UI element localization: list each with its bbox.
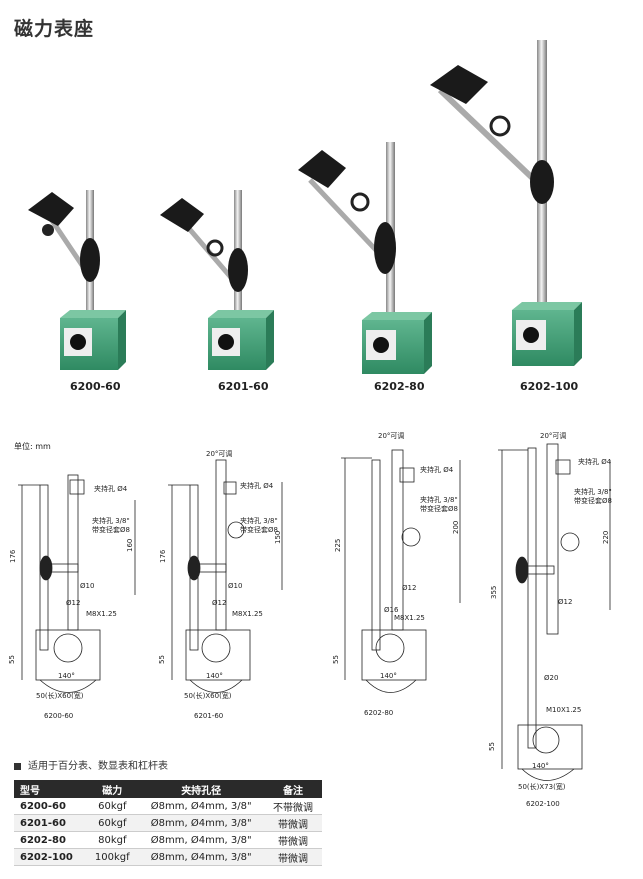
cell-clamp: Ø8mm, Ø4mm, 3/8" — [138, 814, 265, 832]
label-6201-bushing: 带变径套Ø8 — [240, 525, 278, 534]
header-model: 型号 — [14, 780, 87, 798]
cell-force: 100kgf — [86, 848, 139, 866]
dim-6202-100-55: 55 — [488, 742, 496, 751]
product-photo-6202-100 — [430, 40, 582, 366]
label-6200-clamp4: 夹持孔 Ø4 — [94, 484, 128, 493]
model-label-6202-80: 6202-80 — [374, 380, 425, 393]
label-6202-100-clamp4: 夹持孔 Ø4 — [578, 457, 612, 466]
label-6200-d12: Ø12 — [66, 599, 80, 607]
drawing-6202-100 — [498, 443, 611, 781]
dim-6202-100-upper: 220 — [602, 531, 610, 544]
cell-force: 60kgf — [86, 814, 139, 832]
label-6201-clamp4: 夹持孔 Ø4 — [240, 481, 274, 490]
cell-remark: 带微调 — [264, 831, 322, 849]
usage-note: 适用于百分表、数显表和杠杆表 — [14, 757, 168, 772]
caption-6200-60: 6200-60 — [44, 712, 73, 720]
table-row: 6201-60 60kgf Ø8mm, Ø4mm, 3/8" 带微调 — [14, 814, 322, 832]
label-6202-80-rot: 140° — [380, 672, 397, 680]
dim-6201-upper: 150 — [274, 531, 282, 544]
cell-model: 6202-100 — [14, 848, 87, 866]
label-6201-rot: 140° — [206, 672, 223, 680]
label-6201-d12: Ø12 — [212, 599, 226, 607]
spec-table-header: 型号 磁力 夹持孔径 备注 — [14, 780, 322, 798]
unit-label: 单位: mm — [14, 442, 51, 451]
label-6200-rot: 140° — [58, 672, 75, 680]
caption-6202-80: 6202-80 — [364, 709, 393, 717]
page-title: 磁力表座 — [14, 18, 95, 40]
table-row: 6202-100 100kgf Ø8mm, Ø4mm, 3/8" 带微调 — [14, 848, 322, 866]
cell-clamp: Ø8mm, Ø4mm, 3/8" — [138, 798, 265, 815]
model-label-6201-60: 6201-60 — [218, 380, 269, 393]
header-force: 磁力 — [86, 780, 139, 798]
label-6200-d10: Ø10 — [80, 582, 94, 590]
header-remark: 备注 — [264, 780, 322, 798]
model-label-6200-60: 6200-60 — [70, 380, 121, 393]
cell-clamp: Ø8mm, Ø4mm, 3/8" — [138, 848, 265, 866]
label-6201-base: 50(长)X60(宽) — [184, 691, 232, 700]
bullet-square-icon — [14, 762, 21, 770]
label-6200-clamp38: 夹持孔 3/8" — [92, 516, 130, 525]
label-6202-80-clamp4: 夹持孔 Ø4 — [420, 465, 454, 474]
dim-6202-80-55: 55 — [332, 655, 340, 664]
product-photo-6200-60 — [28, 190, 126, 370]
dim-6202-80-total: 225 — [334, 539, 342, 552]
dim-6202-80-upper: 200 — [452, 521, 460, 534]
product-photo-6202-80 — [298, 142, 432, 374]
label-6200-base: 50(长)X60(宽) — [36, 691, 84, 700]
dim-6200-55: 55 — [8, 655, 16, 664]
label-6201-angle: 20°可调 — [206, 449, 232, 458]
dim-6201-total: 176 — [159, 549, 167, 563]
label-6201-clamp38: 夹持孔 3/8" — [240, 516, 278, 525]
caption-6201-60: 6201-60 — [194, 712, 223, 720]
drawing-6201-60 — [168, 459, 283, 693]
cell-model: 6202-80 — [14, 831, 87, 849]
label-6202-80-d12: Ø12 — [402, 584, 416, 592]
dim-6200-upper: 160 — [126, 539, 134, 552]
label-6202-100-d12: Ø12 — [558, 598, 572, 606]
cell-clamp: Ø8mm, Ø4mm, 3/8" — [138, 831, 265, 849]
label-6202-100-m10: M10X1.25 — [546, 706, 581, 714]
table-row: 6200-60 60kgf Ø8mm, Ø4mm, 3/8" 不带微调 — [14, 798, 322, 815]
label-6202-100-d20: Ø20 — [544, 674, 558, 682]
label-6201-d10: Ø10 — [228, 582, 242, 590]
drawing-6202-80 — [341, 449, 461, 693]
label-6200-m8: M8X1.25 — [86, 610, 117, 618]
label-6202-80-bushing: 带变径套Ø8 — [420, 504, 458, 513]
label-6202-100-rot: 140° — [532, 762, 549, 770]
label-6202-100-angle: 20°可调 — [540, 431, 566, 440]
cell-remark: 带微调 — [264, 848, 322, 866]
cell-remark: 不带微调 — [264, 798, 322, 815]
product-photo-6201-60 — [160, 190, 274, 370]
label-6202-100-bushing: 带变径套Ø8 — [574, 496, 612, 505]
spec-table: 型号 磁力 夹持孔径 备注 6200-60 60kgf Ø8mm, Ø4mm, … — [14, 780, 322, 866]
cell-model: 6200-60 — [14, 798, 87, 815]
table-row: 6202-80 80kgf Ø8mm, Ø4mm, 3/8" 带微调 — [14, 831, 322, 849]
label-6202-80-m8: M8X1.25 — [394, 614, 425, 622]
technical-drawings: 176 160 55 夹持孔 Ø4 夹持孔 3/8" 带变径套Ø8 Ø10 Ø1… — [8, 431, 612, 781]
dim-6201-55: 55 — [158, 655, 166, 664]
dim-6202-100-total: 355 — [490, 586, 498, 599]
dim-6200-total: 176 — [9, 549, 17, 563]
label-6202-100-base: 50(长)X73(宽) — [518, 783, 566, 791]
caption-6202-100: 6202-100 — [526, 800, 560, 808]
cell-remark: 带微调 — [264, 814, 322, 832]
cell-model: 6201-60 — [14, 814, 87, 832]
header-clamp: 夹持孔径 — [138, 780, 265, 798]
usage-note-text: 适用于百分表、数显表和杠杆表 — [28, 761, 168, 772]
label-6202-100-clamp38: 夹持孔 3/8" — [574, 487, 612, 496]
cell-force: 60kgf — [86, 798, 139, 815]
model-label-6202-100: 6202-100 — [520, 380, 579, 393]
label-6202-80-d16: Ø16 — [384, 606, 399, 614]
drawing-6200-60 — [18, 474, 136, 693]
label-6202-80-angle: 20°可调 — [378, 431, 404, 440]
label-6202-80-clamp38: 夹持孔 3/8" — [420, 495, 458, 504]
product-photos — [28, 40, 582, 374]
label-6200-bushing: 带变径套Ø8 — [92, 525, 130, 534]
label-6201-m8: M8X1.25 — [232, 610, 263, 618]
cell-force: 80kgf — [86, 831, 139, 849]
